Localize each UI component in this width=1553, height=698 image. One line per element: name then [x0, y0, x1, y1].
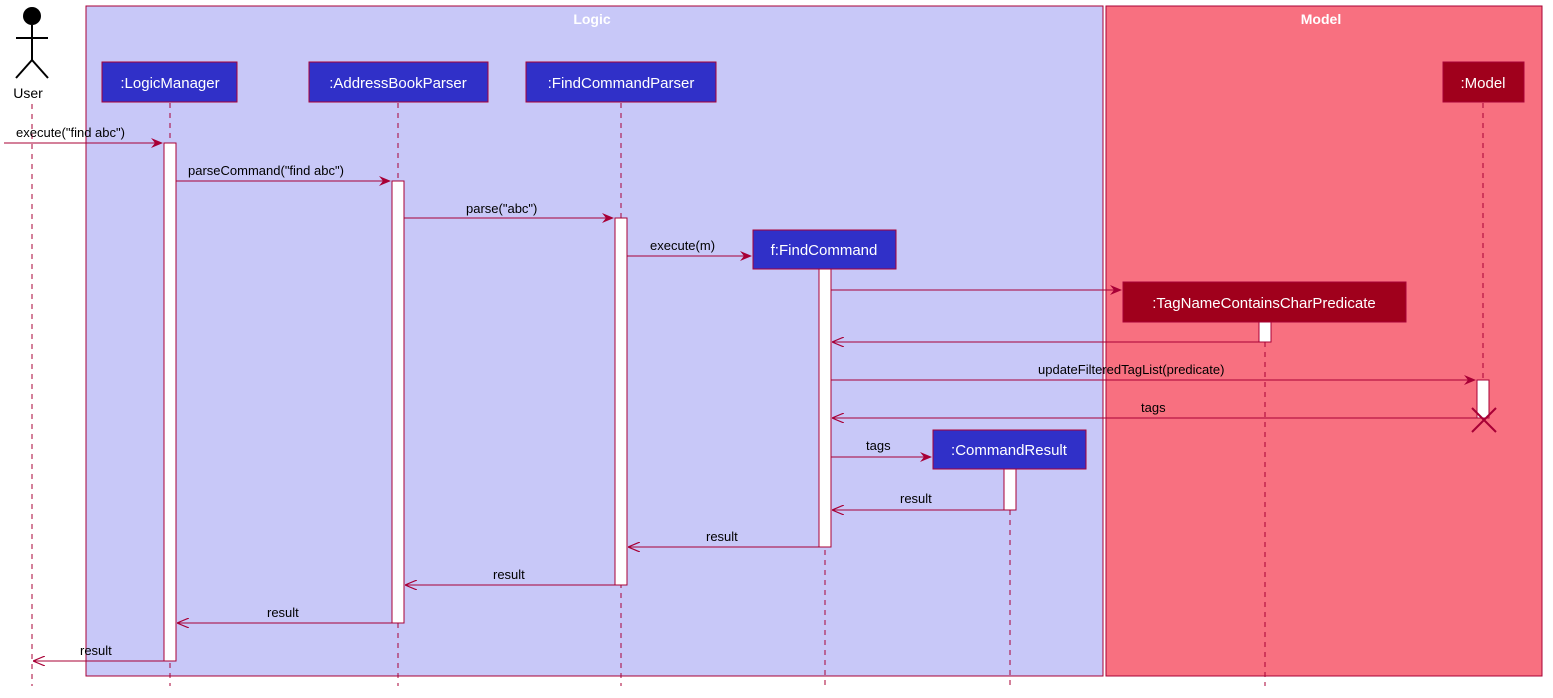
participant-logicmanager: :LogicManager [101, 61, 238, 103]
participant-findcommandparser: :FindCommandParser [525, 61, 717, 103]
activation-bars [163, 142, 1490, 662]
message-11-label: result [706, 529, 738, 544]
message-arrows [4, 138, 1477, 661]
model-box-label: Model [1301, 11, 1341, 27]
activation-addressbookparser [391, 180, 405, 624]
activation-commandresult [1003, 468, 1017, 511]
message-10-label: result [900, 491, 932, 506]
model-box: Model [1105, 5, 1543, 677]
message-1-label: execute("find abc") [16, 125, 125, 140]
message-8-label: tags [1141, 400, 1166, 415]
user-actor: User [13, 7, 49, 101]
logic-box: Logic [85, 5, 1104, 677]
message-7-label: updateFilteredTagList(predicate) [1038, 362, 1224, 377]
participant-predicate-label: :TagNameContainsCharPredicate [1152, 295, 1375, 312]
participant-model-label: :Model [1460, 75, 1505, 92]
participant-model: :Model [1442, 61, 1525, 103]
participant-addressbookparser-label: :AddressBookParser [329, 75, 467, 92]
logic-box-label: Logic [573, 11, 611, 27]
participant-findcommandparser-label: :FindCommandParser [548, 75, 695, 92]
participant-addressbookparser: :AddressBookParser [308, 61, 489, 103]
message-labels: execute("find abc") parseCommand("find a… [16, 125, 1224, 658]
participant-logicmanager-label: :LogicManager [120, 75, 219, 92]
message-14-label: result [80, 643, 112, 658]
activation-findcommandparser [614, 217, 628, 586]
activation-logicmanager [163, 142, 177, 662]
message-9-label: tags [866, 438, 891, 453]
message-4-label: execute(m) [650, 238, 715, 253]
message-3-label: parse("abc") [466, 201, 537, 216]
participant-commandresult: :CommandResult [932, 429, 1087, 470]
destroy-x-icon [1471, 407, 1497, 433]
activation-predicate [1258, 321, 1272, 343]
participant-predicate: :TagNameContainsCharPredicate [1122, 281, 1407, 323]
participant-findcommand-label: f:FindCommand [771, 242, 878, 259]
stick-figure-icon [15, 7, 49, 79]
message-13-label: result [267, 605, 299, 620]
activation-findcommand [818, 268, 832, 548]
activation-model [1476, 379, 1490, 419]
message-12-label: result [493, 567, 525, 582]
user-actor-label: User [13, 85, 43, 101]
participant-commandresult-label: :CommandResult [951, 442, 1068, 459]
participant-findcommand: f:FindCommand [752, 229, 897, 270]
message-2-label: parseCommand("find abc") [188, 163, 344, 178]
